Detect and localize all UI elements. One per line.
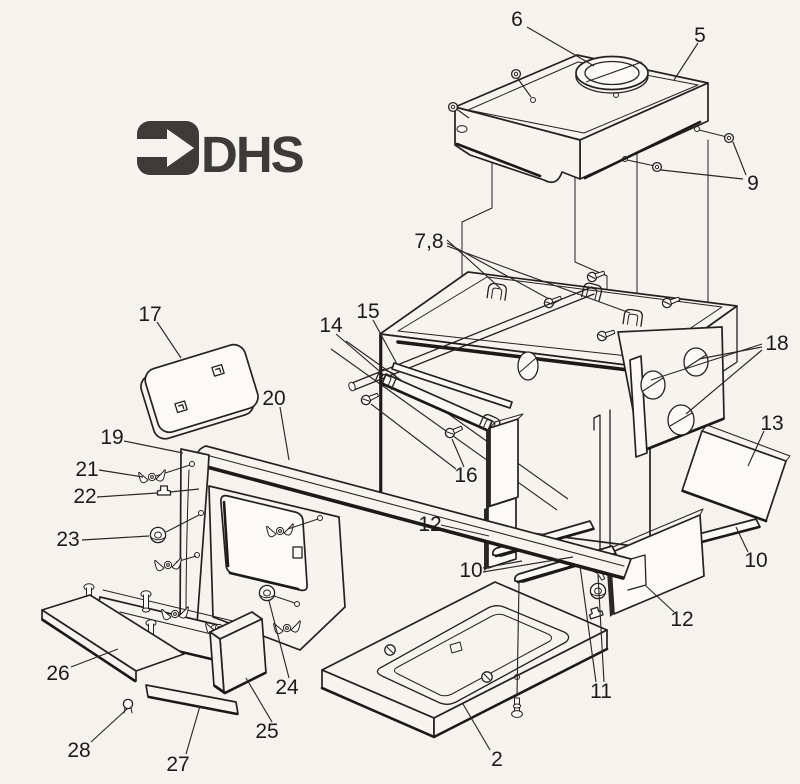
part-label-14: 14 xyxy=(319,314,343,337)
arrow-right-logo-icon xyxy=(137,121,199,175)
flue-collar-part-6 xyxy=(575,55,649,94)
part-label-10-center: 10 xyxy=(459,559,482,582)
nut-icon xyxy=(510,68,522,80)
part-label-16: 16 xyxy=(454,464,477,487)
shield-clip xyxy=(211,363,225,377)
part-label-21: 21 xyxy=(75,458,98,481)
part-label-12-left: 12 xyxy=(418,513,441,536)
nut-icon xyxy=(723,132,735,144)
front-rails-parts-14-15 xyxy=(359,362,513,440)
part-label-10-right: 10 xyxy=(744,549,767,572)
screw-icon xyxy=(585,267,607,284)
part-label-18: 18 xyxy=(765,332,788,355)
bolt-part-11 xyxy=(511,697,523,718)
clip-part-28 xyxy=(122,698,134,714)
part-label-19: 19 xyxy=(100,426,123,449)
leader-lines xyxy=(70,26,765,755)
wingnut-part-21 xyxy=(138,469,166,484)
part-label-7-8: 7,8 xyxy=(414,230,443,253)
wingnut-icon xyxy=(154,557,182,572)
air-inlet-hole xyxy=(517,351,539,381)
part-label-27: 27 xyxy=(166,753,189,776)
part-label-22: 22 xyxy=(73,485,96,508)
hearth-board-part-26 xyxy=(41,594,185,683)
left-fasteners xyxy=(138,464,200,572)
part-label-5: 5 xyxy=(694,24,706,47)
nut-icon xyxy=(651,161,663,173)
screw-hole xyxy=(694,126,700,132)
part-label-17: 17 xyxy=(138,303,161,326)
door-panel xyxy=(208,485,346,651)
firebrick-part-13 xyxy=(681,424,791,523)
part-label-24: 24 xyxy=(275,676,299,699)
ash-tray-part-25 xyxy=(209,611,267,695)
base-screw xyxy=(481,671,493,683)
base-clip-detail xyxy=(449,641,463,654)
base-plate-part-2 xyxy=(320,581,609,739)
heat-shield-part-17 xyxy=(140,343,259,440)
cover-tab-hole xyxy=(456,125,468,133)
corner-post xyxy=(572,409,613,620)
front-frame-part-19 xyxy=(179,448,210,639)
part-label-13: 13 xyxy=(760,412,783,435)
part-label-28: 28 xyxy=(67,739,90,762)
part-label-2: 2 xyxy=(491,748,503,771)
part-label-9: 9 xyxy=(747,172,759,195)
shield-clip xyxy=(174,400,188,414)
part-label-23: 23 xyxy=(56,528,79,551)
door-knob-part-24 xyxy=(258,584,276,602)
knob-part-23 xyxy=(149,526,167,544)
part-label-6: 6 xyxy=(511,8,523,31)
dhs-logo: DHS xyxy=(137,121,306,183)
part-label-15: 15 xyxy=(356,300,379,323)
part-label-12-right: 12 xyxy=(670,608,693,631)
part-label-26: 26 xyxy=(46,662,69,685)
part-label-25: 25 xyxy=(255,720,278,743)
trim-strip-part-27 xyxy=(145,684,239,716)
screw-icon-part-16 xyxy=(359,389,381,407)
clip-part-22 xyxy=(156,485,172,496)
part-label-20: 20 xyxy=(262,387,285,410)
base-screw xyxy=(384,644,396,656)
part-labels: 6 5 9 7,8 17 15 14 18 13 20 19 21 22 23 … xyxy=(46,8,788,776)
logo-text: DHS xyxy=(201,126,304,183)
part-label-11: 11 xyxy=(590,680,612,703)
latch-keeper xyxy=(292,546,303,559)
latch-knob xyxy=(589,582,607,600)
top-cover-part-5 xyxy=(447,54,735,184)
nut-icon xyxy=(447,101,459,113)
hearth-assembly xyxy=(41,583,267,716)
